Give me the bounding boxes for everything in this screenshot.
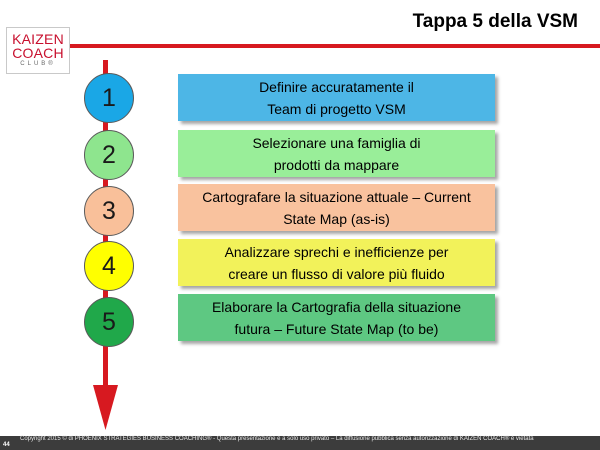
- step-4-text: Analizzare sprechi e inefficienze per cr…: [224, 243, 449, 282]
- step-2-box: Selezionare una famiglia di prodotti da …: [178, 130, 495, 177]
- logo-line-1: KAIZEN: [12, 31, 64, 47]
- step-3-bubble: 3: [84, 186, 134, 236]
- step-4-box: Analizzare sprechi e inefficienze per cr…: [178, 239, 495, 286]
- step-4-bubble: 4: [84, 241, 134, 291]
- step-2-bubble: 2: [84, 130, 134, 180]
- slide-title: Tappa 5 della VSM: [412, 11, 578, 32]
- step-5-text: Elaborare la Cartografia della situazion…: [211, 298, 462, 337]
- logo-line-3: CLUB®: [20, 61, 56, 67]
- step-1-text: Definire accuratamente il Team di proget…: [259, 78, 414, 117]
- logo-line-2: COACH: [12, 45, 64, 61]
- copyright-text: Copyright 2015 © di PHOENIX STRATEGIES B…: [20, 436, 534, 442]
- step-3-text: Cartografare la situazione attuale – Cur…: [202, 188, 471, 227]
- footer-bar: 44 Copyright 2015 © di PHOENIX STRATEGIE…: [0, 436, 600, 450]
- step-1-bubble: 1: [84, 73, 134, 123]
- kaizen-coach-logo: KAIZEN COACH CLUB®: [6, 27, 70, 74]
- header-divider: [70, 44, 600, 48]
- step-2-text: Selezionare una famiglia di prodotti da …: [252, 134, 421, 173]
- page-number: 44: [3, 442, 10, 448]
- step-1-box: Definire accuratamente il Team di proget…: [178, 74, 495, 121]
- timeline-arrowhead: [93, 385, 118, 430]
- step-3-box: Cartografare la situazione attuale – Cur…: [178, 184, 495, 231]
- step-5-bubble: 5: [84, 297, 134, 347]
- step-5-box: Elaborare la Cartografia della situazion…: [178, 294, 495, 341]
